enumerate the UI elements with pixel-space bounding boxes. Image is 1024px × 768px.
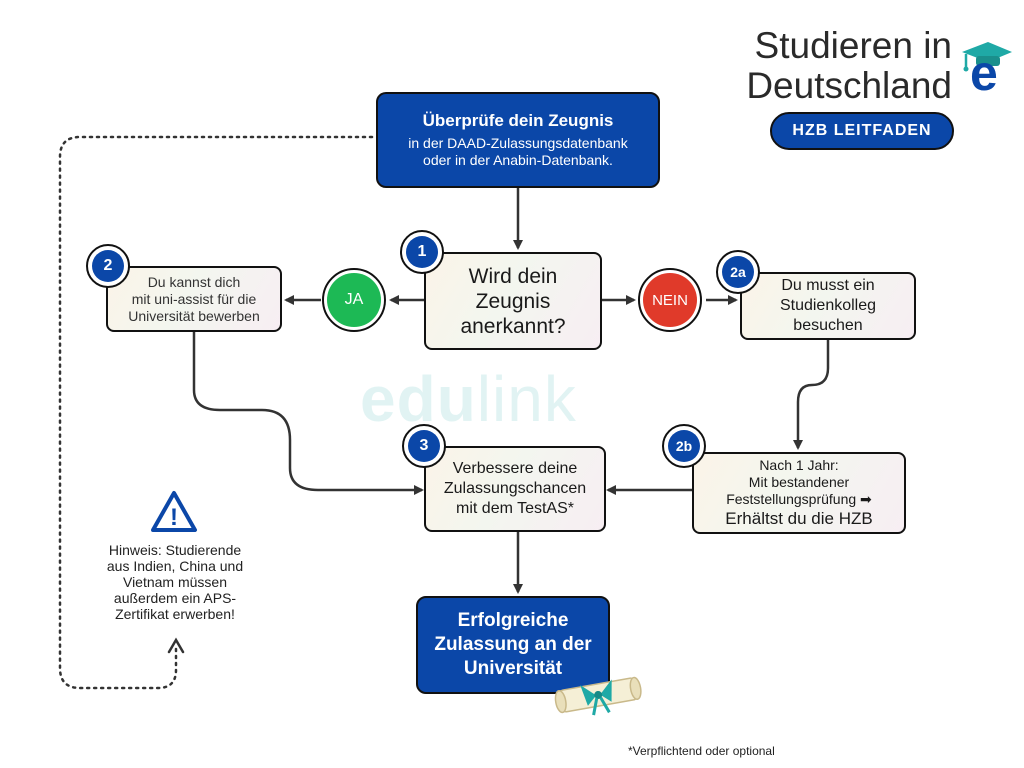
after-year-box: Nach 1 Jahr: Mit bestandener Feststellun… [692,452,906,534]
success-line3: Universität [463,658,563,679]
brand-title: Studieren in Deutschland [690,26,952,106]
graduation-cap-icon [962,42,1012,72]
no-label: NEIN [643,273,697,327]
question-line1: Wird dein [468,264,558,288]
watermark-part2: link [476,363,577,435]
arrow-studienkolleg-to-after-year [793,340,830,450]
brand-title-line2: Deutschland [746,65,952,106]
step-badge-1-label: 1 [406,236,438,268]
studienkolleg-line1: Du musst ein [781,277,875,294]
after-year-line2: Mit bestandener [748,474,850,490]
notice-text: Hinweis: Studierende aus Indien, China u… [86,542,264,622]
success-line1: Erfolgreiche [457,610,569,631]
check-certificate-box: Überprüfe dein Zeugnis in der DAAD-Zulas… [376,92,660,188]
check-line2: oder in der Anabin-Datenbank. [423,152,613,168]
uni-assist-line1: Du kannst dich [147,273,241,290]
uni-assist-line3: Universität bewerben [128,307,260,324]
studienkolleg-line2: Studienkolleg [779,297,877,314]
step-badge-2: 2 [86,244,130,288]
yes-pill: JA [322,268,386,332]
notice-line3: Vietnam müssen [122,574,227,590]
success-box: Erfolgreiche Zulassung an der Universitä… [416,596,610,694]
check-title: Überprüfe dein Zeugnis [422,111,614,130]
step-badge-2-label: 2 [92,250,124,282]
watermark-part1: edu [360,363,477,435]
yes-label: JA [327,273,381,327]
brand-tag: HZB LEITFADEN [770,112,954,150]
testas-line3: mit dem TestAS* [456,500,574,517]
success-line2: Zulassung an der [434,634,592,655]
brand-tag-text: HZB LEITFADEN [792,122,932,139]
studienkolleg-line3: besuchen [793,317,863,334]
diploma-scroll-icon [554,676,642,716]
warning-symbol: ! [170,504,178,531]
question-line3: anerkannt? [460,314,566,338]
brand-logo: e [958,38,1014,100]
studienkolleg-box: Du musst ein Studienkolleg besuchen [740,272,916,340]
question-line2: Zeugnis [475,289,551,313]
after-year-line4: Erhältst du die HZB [725,509,873,528]
warning-icon: ! [151,491,197,532]
no-pill: NEIN [638,268,702,332]
notice-line1: Hinweis: Studierende [108,542,242,558]
after-year-line1: Nach 1 Jahr: [759,457,839,473]
notice-line5: Zertifikat erwerben! [115,606,235,622]
brand-title-line1: Studieren in [754,25,952,66]
uni-assist-box: Du kannst dich mit uni-assist für die Un… [106,266,282,332]
step-badge-3-label: 3 [408,430,440,462]
step-badge-1: 1 [400,230,444,274]
check-line1: in der DAAD-Zulassungsdatenbank [408,135,628,151]
uni-assist-line2: mit uni-assist für die [131,290,257,307]
step-badge-2b-label: 2b [668,430,700,462]
notice-line2: aus Indien, China und [106,558,244,574]
testas-box: Verbessere deine Zulassungschancen mit d… [424,446,606,532]
step-badge-2b: 2b [662,424,706,468]
dotted-loop-arrowhead [167,637,185,654]
notice-line4: außerdem ein APS- [113,590,237,606]
dotted-loop [58,135,374,690]
footnote: *Verpflichtend oder optional [628,744,775,758]
step-badge-3: 3 [402,424,446,468]
after-year-line3: Feststellungsprüfung ➡ [726,491,872,507]
step-badge-2a: 2a [716,250,760,294]
question-box: Wird dein Zeugnis anerkannt? [424,252,602,350]
logo-letter: e [970,45,998,101]
testas-line2: Zulassungschancen [443,480,587,497]
testas-line1: Verbessere deine [452,460,578,477]
step-badge-2a-label: 2a [722,256,754,288]
arrow-uniassist-to-testas [192,332,424,495]
